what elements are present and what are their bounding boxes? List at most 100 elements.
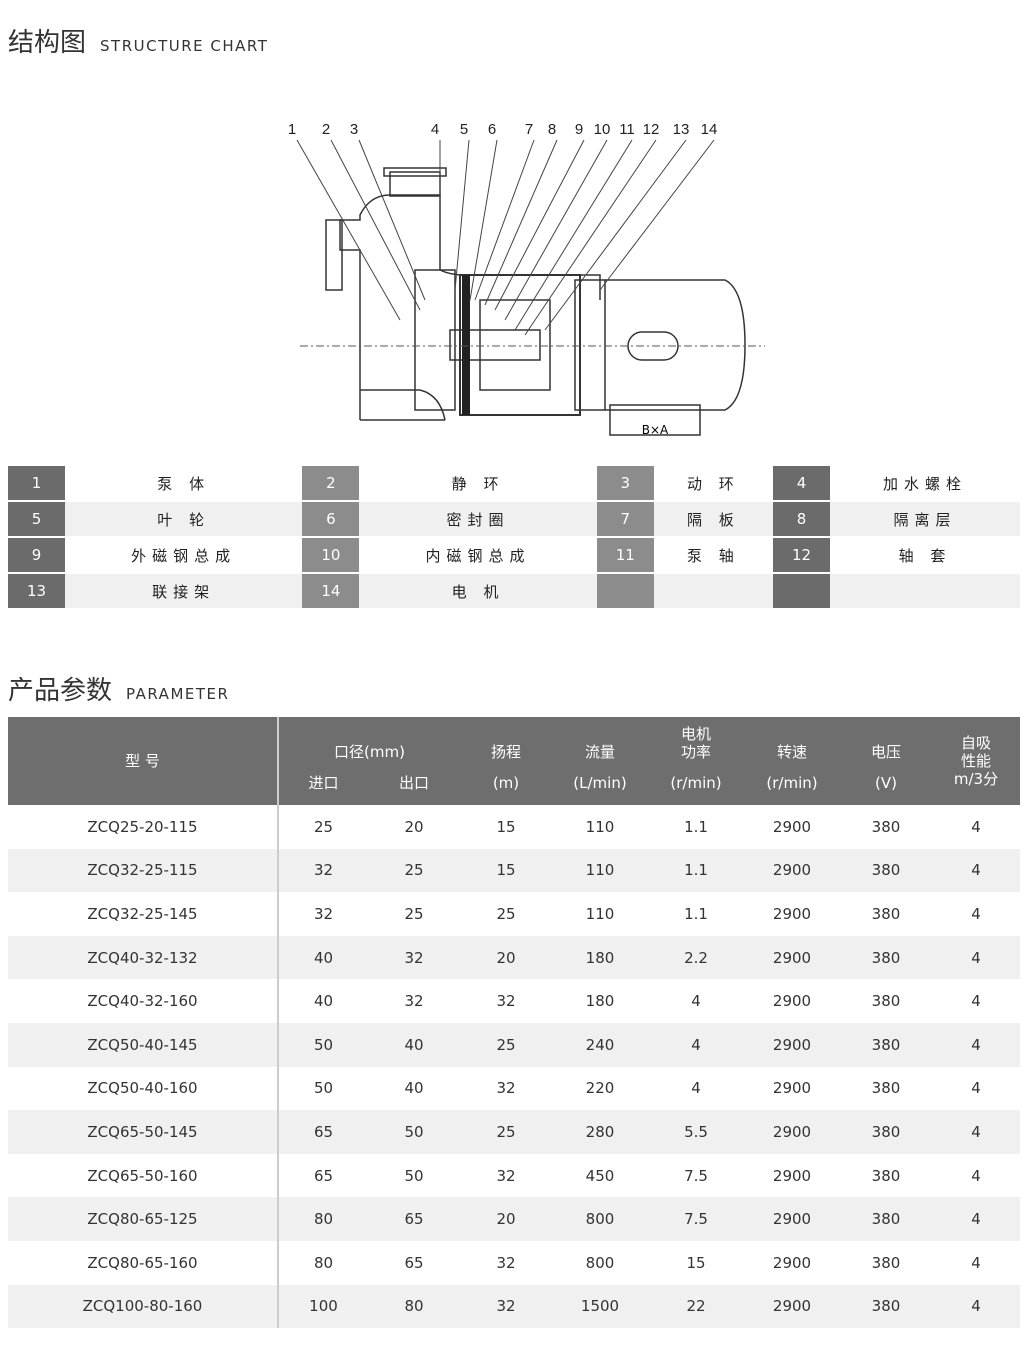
value-cell: 80 <box>278 1197 368 1241</box>
part-name: 隔离层 <box>830 502 1020 538</box>
value-cell: 100 <box>278 1284 368 1329</box>
value-cell: 380 <box>840 1197 932 1241</box>
leader-line <box>454 139 470 291</box>
part-number: 2 <box>302 466 360 502</box>
part-name: 泵 轴 <box>653 538 774 574</box>
header-caliber: 口径(mm) <box>278 717 460 761</box>
value-cell: 25 <box>460 1022 552 1067</box>
leader-line <box>358 139 426 301</box>
value-cell: 380 <box>840 1110 932 1154</box>
value-cell: 32 <box>496 1079 516 1098</box>
value-cell: 4 <box>932 848 1020 893</box>
part-number: 10 <box>302 538 360 574</box>
header-suction: 自吸 性能 m/3分 <box>932 717 1020 805</box>
header-voltage: 电压 <box>840 717 932 761</box>
value-cell: 32 <box>404 992 424 1011</box>
value-cell: 25 <box>313 817 334 836</box>
header-speed: 转速 <box>744 717 840 761</box>
value-cell: 20 <box>460 1197 552 1241</box>
value-cell: 65 <box>368 1197 460 1241</box>
value-cell: 380 <box>840 1022 932 1067</box>
leader-line <box>544 139 687 331</box>
value-cell: 180 <box>585 992 615 1011</box>
value-cell: 32 <box>496 1166 516 1185</box>
header-outlet: 出口 <box>368 761 460 805</box>
parameter-title: 产品参数 PARAMETER <box>8 670 229 707</box>
value-cell: 20 <box>404 817 424 836</box>
callout-2: 2 <box>322 121 330 138</box>
value-cell: 22 <box>648 1284 744 1329</box>
value-cell: 15 <box>460 848 552 893</box>
value-cell: 50 <box>404 1166 424 1185</box>
value-cell: 380 <box>871 992 901 1011</box>
leader-line <box>524 139 657 336</box>
part-number <box>773 574 831 610</box>
value-cell: 380 <box>871 1166 901 1185</box>
value-cell: 65 <box>278 1110 368 1154</box>
part-name: 联接架 <box>65 574 303 610</box>
part-name: 静 环 <box>359 466 597 502</box>
part-name: 动 环 <box>653 466 774 502</box>
value-cell: 40 <box>368 1022 460 1067</box>
part-name <box>653 574 774 610</box>
value-cell: 25 <box>404 904 424 923</box>
part-number: 12 <box>773 538 831 574</box>
value-cell: 380 <box>871 817 901 836</box>
callout-13: 13 <box>673 121 690 138</box>
value-cell: 4 <box>691 992 701 1011</box>
callout-5: 5 <box>460 121 468 138</box>
value-cell: 40 <box>278 935 368 980</box>
value-cell: 2900 <box>744 1284 840 1329</box>
title-en: PARAMETER <box>126 685 230 703</box>
value-cell: 2900 <box>772 992 812 1011</box>
value-cell: 80 <box>368 1284 460 1329</box>
header-voltage-unit: (V) <box>840 761 932 805</box>
value-cell: 2900 <box>744 1110 840 1154</box>
model-cell: ZCQ32-25-115 <box>8 848 279 893</box>
part-name: 叶 轮 <box>65 502 303 538</box>
model-cell: ZCQ65-50-160 <box>8 1153 279 1198</box>
part-name: 外磁钢总成 <box>65 538 303 574</box>
value-cell: 2900 <box>772 1079 812 1098</box>
value-cell: 220 <box>585 1079 615 1098</box>
callout-6: 6 <box>488 121 496 138</box>
model-cell: ZCQ40-32-132 <box>8 935 279 980</box>
part-name: 泵 体 <box>65 466 303 502</box>
value-cell: 2900 <box>772 1166 812 1185</box>
value-cell: 4 <box>971 1166 981 1185</box>
part-number: 13 <box>8 574 65 610</box>
model-cell: ZCQ80-65-125 <box>8 1197 279 1241</box>
value-cell: 2900 <box>772 904 812 923</box>
parameter-table: 型 号 口径(mm) 扬程 流量 电机 功率 转速 电压 自吸 性能 m/3分 … <box>8 717 1020 1329</box>
value-cell: 280 <box>552 1110 648 1154</box>
value-cell: 25 <box>496 904 516 923</box>
value-cell: 1.1 <box>648 848 744 893</box>
model-cell: ZCQ32-25-145 <box>8 892 279 936</box>
value-cell: 450 <box>585 1166 615 1185</box>
model-cell: ZCQ25-20-115 <box>8 805 279 849</box>
header-power: 电机 功率 <box>648 717 744 761</box>
value-cell: 4 <box>932 1197 1020 1241</box>
callout-3: 3 <box>350 121 358 138</box>
value-cell: 32 <box>313 904 334 923</box>
value-cell: 15 <box>496 817 516 836</box>
value-cell: 240 <box>552 1022 648 1067</box>
value-cell: 5.5 <box>648 1110 744 1154</box>
value-cell: 4 <box>971 817 981 836</box>
value-cell: 32 <box>496 992 516 1011</box>
part-name: 加水螺栓 <box>830 466 1020 502</box>
leader-line <box>494 139 585 311</box>
value-cell: 380 <box>840 1284 932 1329</box>
part-number: 5 <box>8 502 65 538</box>
part-name: 轴 套 <box>830 538 1020 574</box>
model-cell: ZCQ80-65-160 <box>8 1240 279 1285</box>
header-flow: 流量 <box>552 717 648 761</box>
